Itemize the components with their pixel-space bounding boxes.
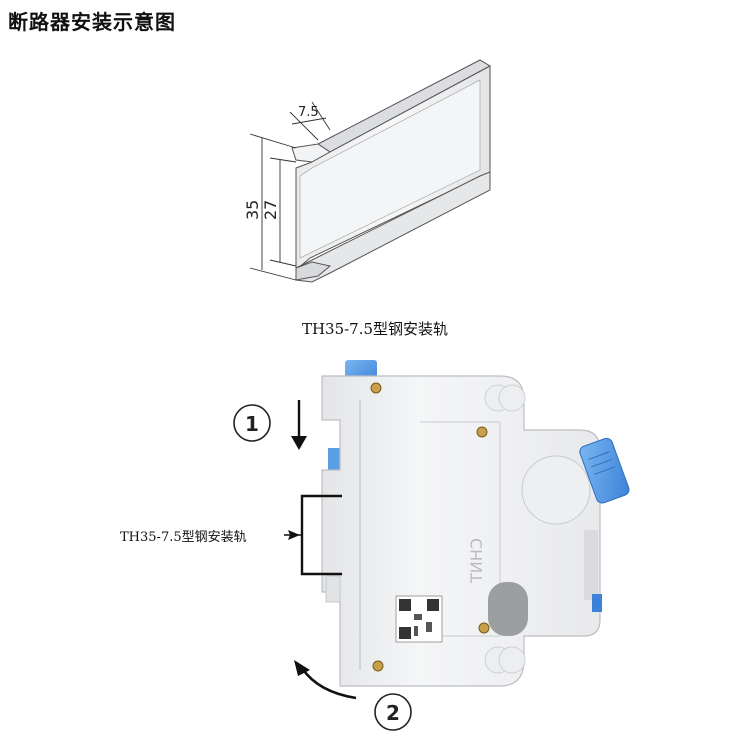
rail-web-face	[299, 79, 481, 259]
dim-bottom-ext	[249, 267, 297, 281]
side-indicator	[592, 594, 602, 612]
side-window	[584, 530, 598, 600]
step-1-circle	[233, 404, 271, 442]
dim-width-line	[291, 117, 327, 125]
page-title: 断路器安装示意图	[8, 10, 176, 34]
side-clip-blue	[328, 448, 342, 476]
breaker-panel-outline	[420, 421, 501, 637]
bottom-clip	[325, 575, 341, 603]
curve-arrow-head	[294, 660, 310, 676]
rail-caption: TH35-7.5型钢安装轨	[301, 320, 449, 338]
lever-housing	[521, 455, 591, 525]
dim-width-leader-right	[311, 101, 331, 131]
terminal-bottom-right	[498, 646, 526, 674]
dim-inner-bottom-ext	[269, 259, 297, 267]
dim-width-label: 7.5	[298, 105, 319, 120]
status-window	[488, 582, 528, 636]
rail-bottom-flange	[295, 171, 491, 283]
dim-inner-label: 27	[261, 200, 280, 220]
rivet-low	[478, 622, 490, 634]
dim-width-leader-left	[289, 111, 319, 141]
step-2-label: 2	[386, 701, 400, 725]
step-1-label: 1	[245, 412, 259, 436]
dim-total-label: 35	[243, 200, 262, 220]
rivet-bottom	[372, 660, 384, 672]
rivet-mid	[476, 426, 488, 438]
qr-code	[395, 595, 443, 643]
brand-mark: CHNT	[467, 538, 486, 583]
down-arrow-head	[291, 436, 307, 450]
rail-side-label: TH35-7.5型钢安装轨	[120, 530, 247, 545]
rivet-top	[370, 382, 382, 394]
terminal-top-right	[498, 384, 526, 412]
rail-pointer-arrow	[288, 530, 300, 540]
dim-top-ext	[249, 133, 297, 149]
din-rail-diagram: 7.5 35 27	[243, 59, 492, 283]
breaker-mount-diagram: CHNT 1 2	[233, 360, 630, 731]
toggle-lever	[579, 437, 630, 504]
rail-bottom-lip	[295, 261, 332, 281]
dim-inner-top-ext	[269, 157, 297, 163]
step-2-circle	[374, 693, 412, 731]
